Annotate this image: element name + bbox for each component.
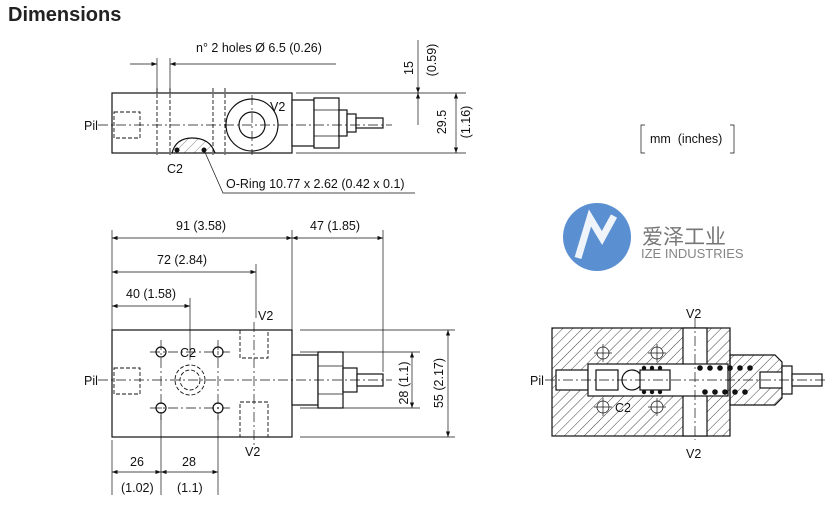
dim-28-in: (1.1): [177, 481, 203, 495]
dim-47: 47 (1.85): [310, 219, 360, 233]
top-view: n° 2 holes Ø 6.5 (0.26) Pil V2 C2 O-Ring…: [84, 40, 473, 194]
dim-28-vertical: 28 (1.1): [397, 361, 411, 404]
dim-15-in: (0.59): [425, 44, 439, 77]
dim-26: 26: [130, 455, 144, 469]
v2-top-label: V2: [686, 307, 701, 321]
logo-chinese: 爱泽工业: [642, 226, 726, 249]
v2-bottom-label: V2: [245, 445, 260, 459]
dim-15: 15: [402, 61, 416, 75]
oring-leader: [203, 149, 415, 194]
hex-nut: [313, 97, 340, 149]
c2-label: C2: [180, 346, 196, 360]
v2-label: V2: [270, 100, 285, 114]
ize-logo: 爱泽工业 IZE INDUSTRIES: [563, 203, 744, 271]
pil-label: Pil: [84, 119, 98, 133]
oring-label: O-Ring 10.77 x 2.62 (0.42 x 0.1): [226, 177, 405, 191]
pil-label: Pil: [84, 374, 98, 388]
section-view: V2 V2 Pil C2: [530, 307, 828, 461]
c2-port: [174, 364, 206, 396]
holes-label: n° 2 holes Ø 6.5 (0.26): [196, 41, 322, 55]
dim-29-5-in: (1.16): [459, 106, 473, 139]
dim-91: 91 (3.58): [176, 219, 226, 233]
v2-bottom-label: V2: [686, 447, 701, 461]
v2-top-label: V2: [258, 309, 273, 323]
logo-english: IZE INDUSTRIES: [641, 246, 744, 261]
dim-28-horizontal: 28: [182, 455, 196, 469]
dim-26-in: (1.02): [121, 481, 154, 495]
adjust-stem: [355, 117, 384, 129]
dim-55: 55 (2.17): [432, 358, 446, 408]
c2-label: C2: [615, 401, 631, 415]
dim-29-5: 29.5: [435, 110, 449, 134]
units-label: mm (inches): [650, 132, 722, 146]
dim-72: 72 (2.84): [157, 253, 207, 267]
units-note: mm (inches): [640, 124, 735, 154]
pil-label: Pil: [530, 374, 544, 388]
dim-40: 40 (1.58): [126, 287, 176, 301]
front-view: 91 (3.58) 47 (1.85) 72 (2.84) 40 (1.58) …: [84, 219, 455, 495]
page-title: Dimensions: [8, 4, 122, 26]
c2-label: C2: [167, 162, 183, 176]
